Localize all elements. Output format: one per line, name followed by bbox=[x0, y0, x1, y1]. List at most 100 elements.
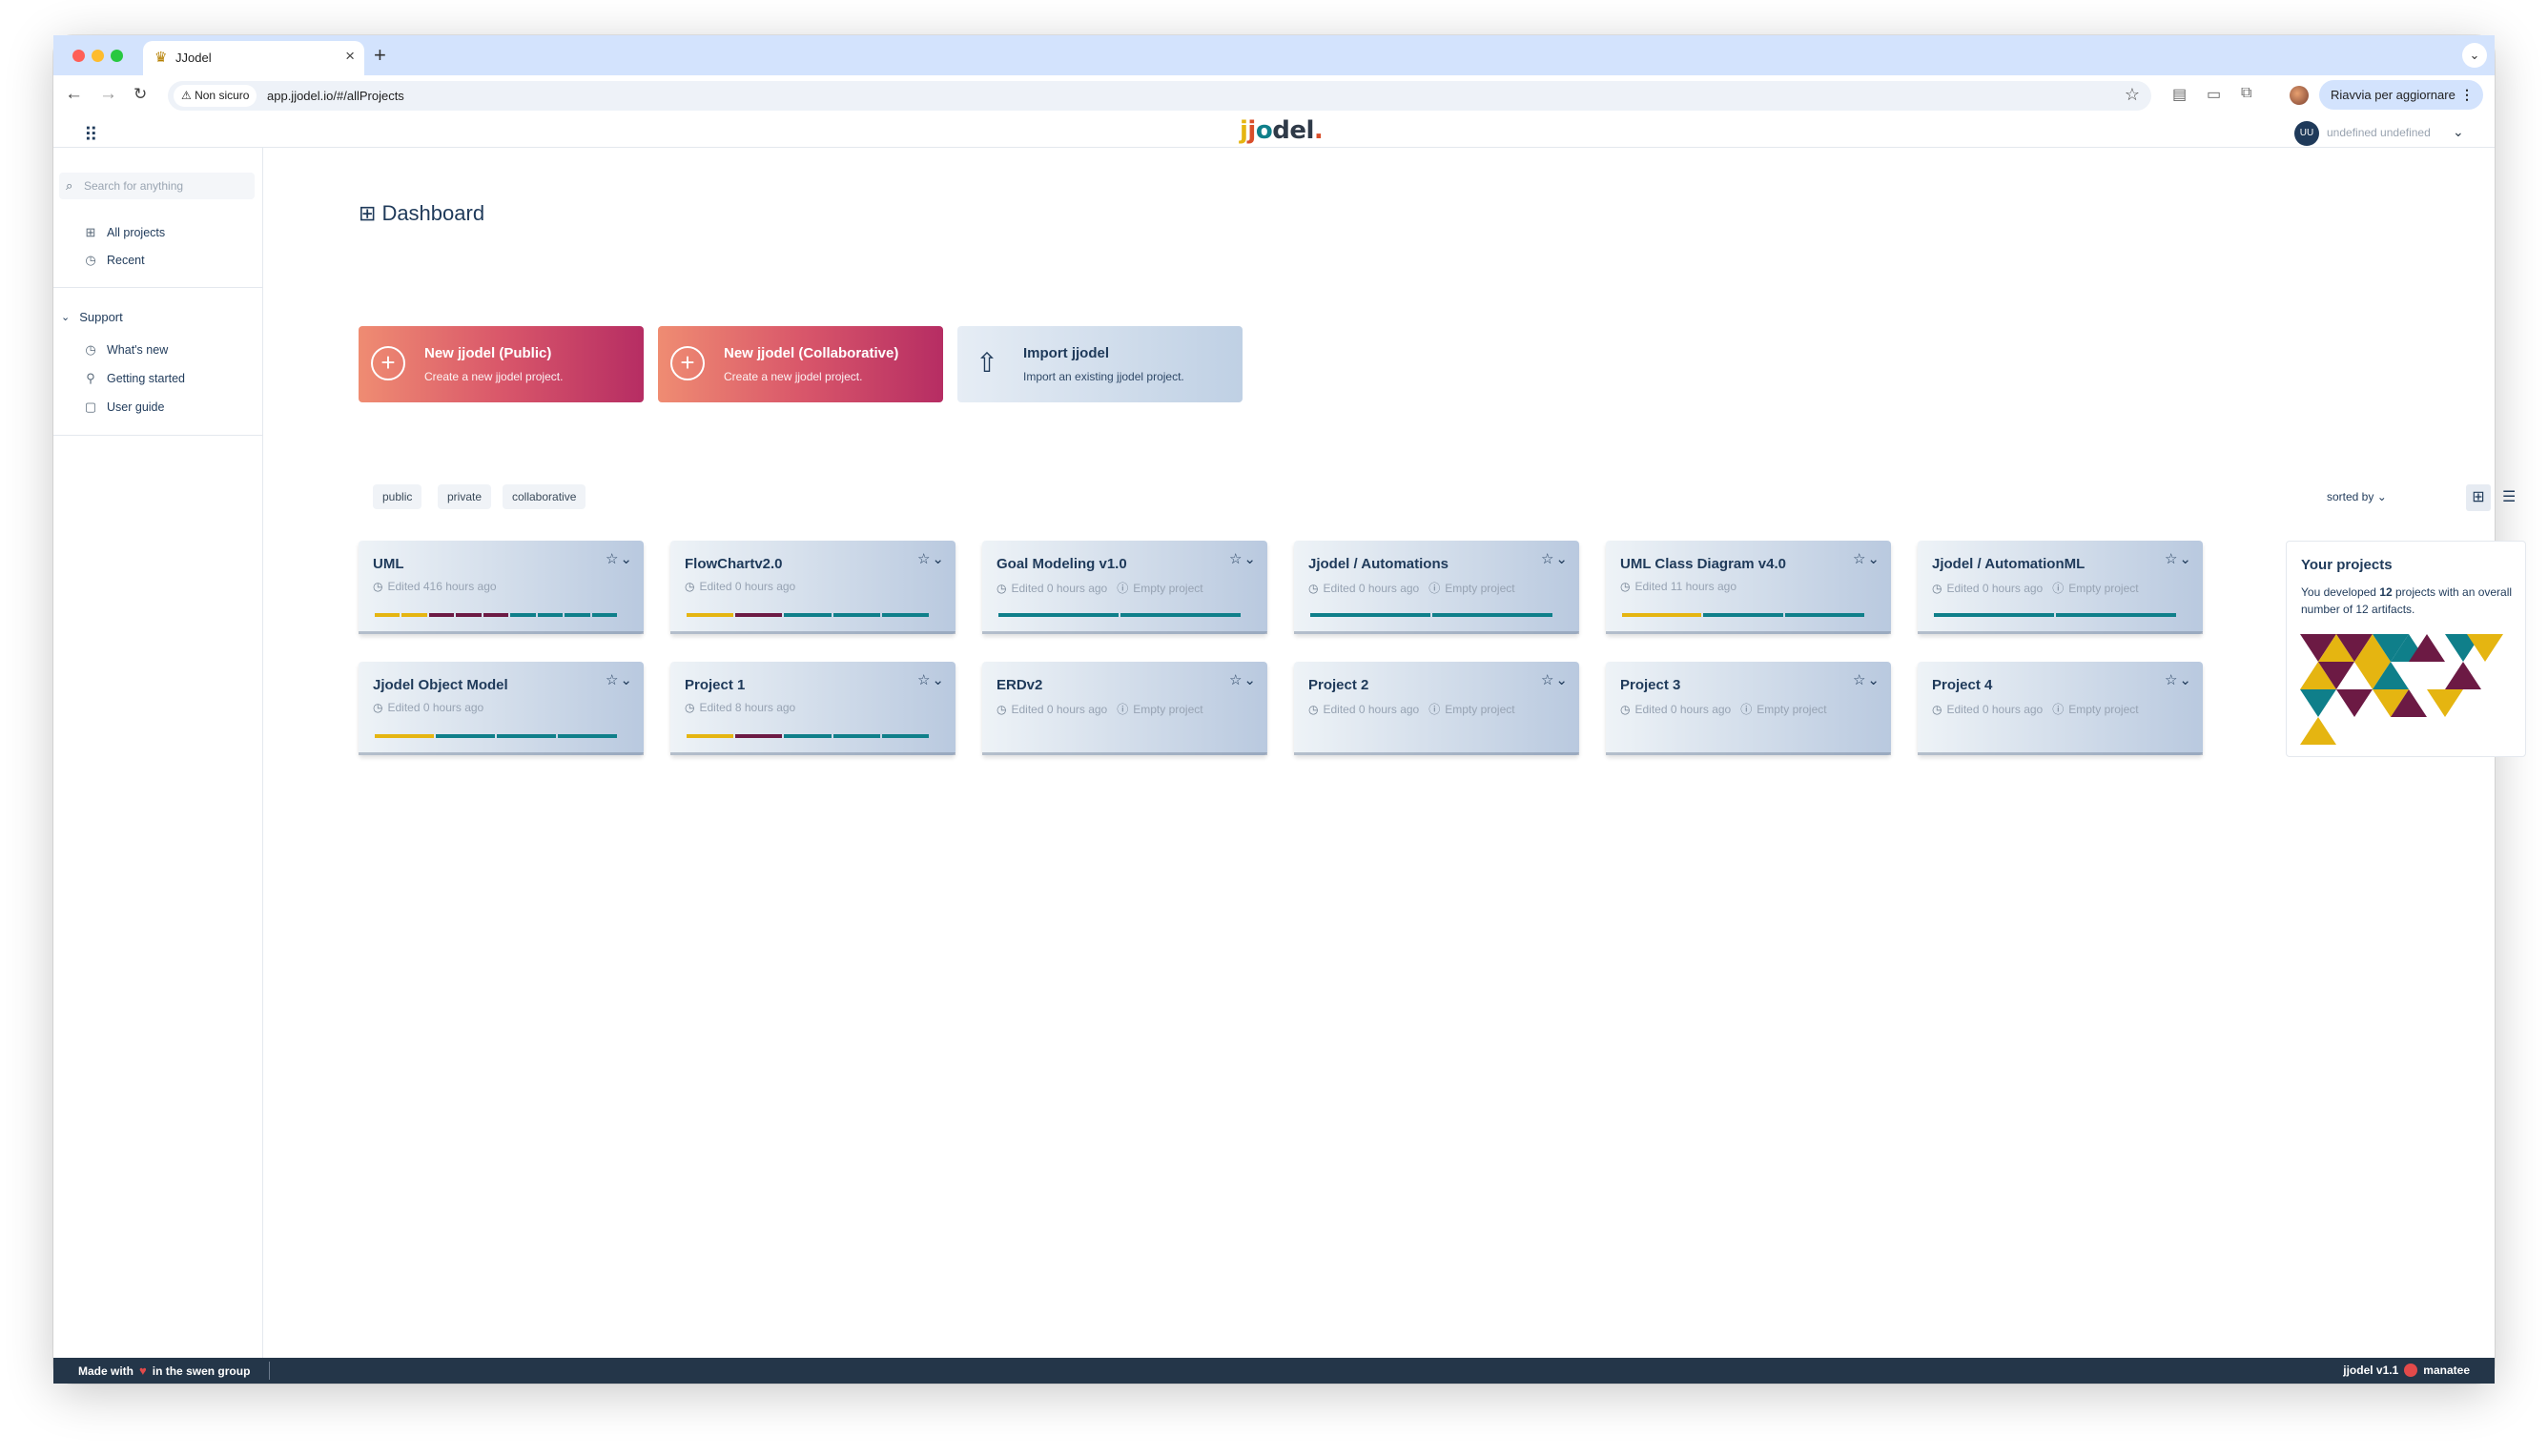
manatee-logo-icon bbox=[2404, 1364, 2418, 1377]
security-indicator[interactable]: ⚠ Non sicuro bbox=[174, 85, 257, 107]
sidebar-item-all-projects[interactable]: ⊞ All projects bbox=[82, 223, 166, 242]
tab-search-button[interactable]: ⌄ bbox=[2462, 43, 2487, 68]
filter-collaborative[interactable]: collaborative bbox=[503, 484, 586, 509]
import-project-button[interactable]: ⇧ Import jjodel Import an existing jjode… bbox=[957, 326, 1243, 402]
favorite-star-icon[interactable]: ☆ bbox=[605, 672, 621, 688]
forward-icon[interactable]: → bbox=[99, 84, 117, 104]
project-name: Project 2 bbox=[1308, 677, 1369, 693]
favorite-star-icon[interactable]: ☆ bbox=[916, 551, 933, 567]
chevron-down-icon[interactable]: ⌄ bbox=[1867, 672, 1881, 688]
user-avatar[interactable]: UU bbox=[2294, 121, 2319, 146]
project-card[interactable]: FlowChartv2.0☆⌄◷Edited 0 hours ago bbox=[670, 541, 956, 634]
artifact-bar bbox=[1934, 613, 2176, 617]
sidebar-item-whats-new[interactable]: ◷ What's new bbox=[82, 340, 168, 359]
favorite-star-icon[interactable]: ☆ bbox=[1540, 551, 1556, 567]
project-card[interactable]: Jjodel / AutomationML☆⌄◷Edited 0 hours a… bbox=[1918, 541, 2203, 634]
favorite-star-icon[interactable]: ☆ bbox=[1228, 672, 1244, 688]
artifact-segment bbox=[687, 734, 734, 738]
artifact-bar bbox=[687, 613, 930, 617]
favorite-star-icon[interactable]: ☆ bbox=[1228, 551, 1244, 567]
chevron-down-icon[interactable]: ⌄ bbox=[1243, 551, 1258, 567]
project-card[interactable]: UML Class Diagram v4.0☆⌄◷Edited 11 hours… bbox=[1606, 541, 1891, 634]
project-card[interactable]: Project 1☆⌄◷Edited 8 hours ago bbox=[670, 662, 956, 755]
user-name[interactable]: undefined undefined bbox=[2327, 126, 2431, 139]
chevron-down-icon[interactable]: ⌄ bbox=[1243, 672, 1258, 688]
favorite-star-icon[interactable]: ☆ bbox=[1852, 551, 1868, 567]
bookmark-star-icon[interactable]: ☆ bbox=[2124, 85, 2140, 104]
reading-list-icon[interactable]: ▭ bbox=[2207, 87, 2222, 103]
card-shadow-edge bbox=[1294, 752, 1579, 755]
extensions-puzzle-icon[interactable]: ⧉ bbox=[2241, 85, 2252, 101]
favorite-star-icon[interactable]: ☆ bbox=[1852, 672, 1868, 688]
empty-label: Empty project bbox=[1445, 702, 1515, 716]
chevron-down-icon[interactable]: ⌄ bbox=[1555, 672, 1570, 688]
address-bar[interactable]: ⚠ Non sicuro app.jjodel.io/#/allProjects… bbox=[168, 81, 2151, 111]
project-card[interactable]: Jjodel Object Model☆⌄◷Edited 0 hours ago bbox=[359, 662, 644, 755]
your-projects-summary: You developed 12 projects with an overal… bbox=[2301, 584, 2520, 618]
url-text[interactable]: app.jjodel.io/#/allProjects bbox=[267, 89, 404, 103]
filter-private[interactable]: private bbox=[438, 484, 492, 509]
upload-icon: ⇧ bbox=[976, 348, 998, 378]
project-name: Jjodel / Automations bbox=[1308, 556, 1449, 572]
favorite-star-icon[interactable]: ☆ bbox=[2164, 551, 2180, 567]
artifact-segment bbox=[881, 734, 930, 738]
filter-public[interactable]: public bbox=[373, 484, 422, 509]
sidebar-item-getting-started[interactable]: ⚲ Getting started bbox=[82, 369, 185, 388]
support-section-toggle[interactable]: ⌄ Support bbox=[61, 310, 123, 324]
apps-grid-icon[interactable]: ⠿ bbox=[84, 125, 98, 146]
close-tab-icon[interactable]: × bbox=[345, 47, 355, 65]
back-icon[interactable]: ← bbox=[65, 84, 83, 104]
close-window-button[interactable] bbox=[72, 50, 85, 62]
action-subtitle: Create a new jjodel project. bbox=[424, 370, 564, 383]
new-collaborative-project-button[interactable]: + New jjodel (Collaborative) Create a ne… bbox=[658, 326, 943, 402]
chevron-down-icon[interactable]: ⌄ bbox=[2179, 551, 2193, 567]
page-icon: ▢ bbox=[84, 400, 97, 414]
browser-tab[interactable]: ♛ JJodel × bbox=[143, 41, 364, 75]
profile-avatar[interactable] bbox=[2290, 86, 2309, 105]
chevron-down-icon[interactable]: ⌄ bbox=[932, 672, 946, 688]
chevron-down-icon[interactable]: ⌄ bbox=[2179, 672, 2193, 688]
extension-icon[interactable]: ▤ bbox=[2172, 87, 2188, 103]
favorite-star-icon[interactable]: ☆ bbox=[1540, 672, 1556, 688]
maximize-window-button[interactable] bbox=[111, 50, 123, 62]
artifact-bar bbox=[1310, 613, 1552, 617]
more-menu-icon[interactable]: ⋮ bbox=[2460, 87, 2474, 102]
list-view-button[interactable]: ☰ bbox=[2502, 489, 2517, 505]
grid-view-button[interactable]: ⊞ bbox=[2466, 484, 2491, 511]
sidebar-item-user-guide[interactable]: ▢ User guide bbox=[82, 398, 165, 417]
search-input[interactable] bbox=[84, 176, 246, 195]
sidebar-search[interactable]: ⌕ bbox=[59, 173, 255, 199]
chevron-down-icon[interactable]: ⌄ bbox=[1867, 551, 1881, 567]
edited-time: Edited 0 hours ago bbox=[1011, 581, 1108, 595]
relaunch-update-button[interactable]: Riavvia per aggiornare ⋮ bbox=[2319, 80, 2483, 110]
sidebar-item-recent[interactable]: ◷ Recent bbox=[82, 251, 144, 270]
footer-text: in the swen group bbox=[152, 1364, 251, 1378]
minimize-window-button[interactable] bbox=[92, 50, 104, 62]
chevron-down-icon[interactable]: ⌄ bbox=[620, 672, 634, 688]
card-shadow-edge bbox=[982, 631, 1267, 634]
project-card[interactable]: UML☆⌄◷Edited 416 hours ago bbox=[359, 541, 644, 634]
artifact-segment bbox=[1310, 613, 1430, 617]
sort-dropdown[interactable]: sorted by ⌄ bbox=[2327, 490, 2387, 503]
new-public-project-button[interactable]: + New jjodel (Public) Create a new jjode… bbox=[359, 326, 644, 402]
project-card[interactable]: Jjodel / Automations☆⌄◷Edited 0 hours ag… bbox=[1294, 541, 1579, 634]
favorite-star-icon[interactable]: ☆ bbox=[2164, 672, 2180, 688]
chevron-down-icon[interactable]: ⌄ bbox=[932, 551, 946, 567]
reload-icon[interactable]: ↻ bbox=[134, 85, 148, 103]
chevron-down-icon[interactable]: ⌄ bbox=[1555, 551, 1570, 567]
user-menu-chevron-icon[interactable]: ⌄ bbox=[2453, 124, 2464, 139]
jjodel-logo[interactable]: jjodel. bbox=[1240, 116, 1324, 145]
your-projects-title: Your projects bbox=[2301, 557, 2393, 573]
chevron-down-icon[interactable]: ⌄ bbox=[620, 551, 634, 567]
favorite-star-icon[interactable]: ☆ bbox=[916, 672, 933, 688]
favorite-star-icon[interactable]: ☆ bbox=[605, 551, 621, 567]
new-tab-button[interactable]: + bbox=[374, 43, 386, 67]
